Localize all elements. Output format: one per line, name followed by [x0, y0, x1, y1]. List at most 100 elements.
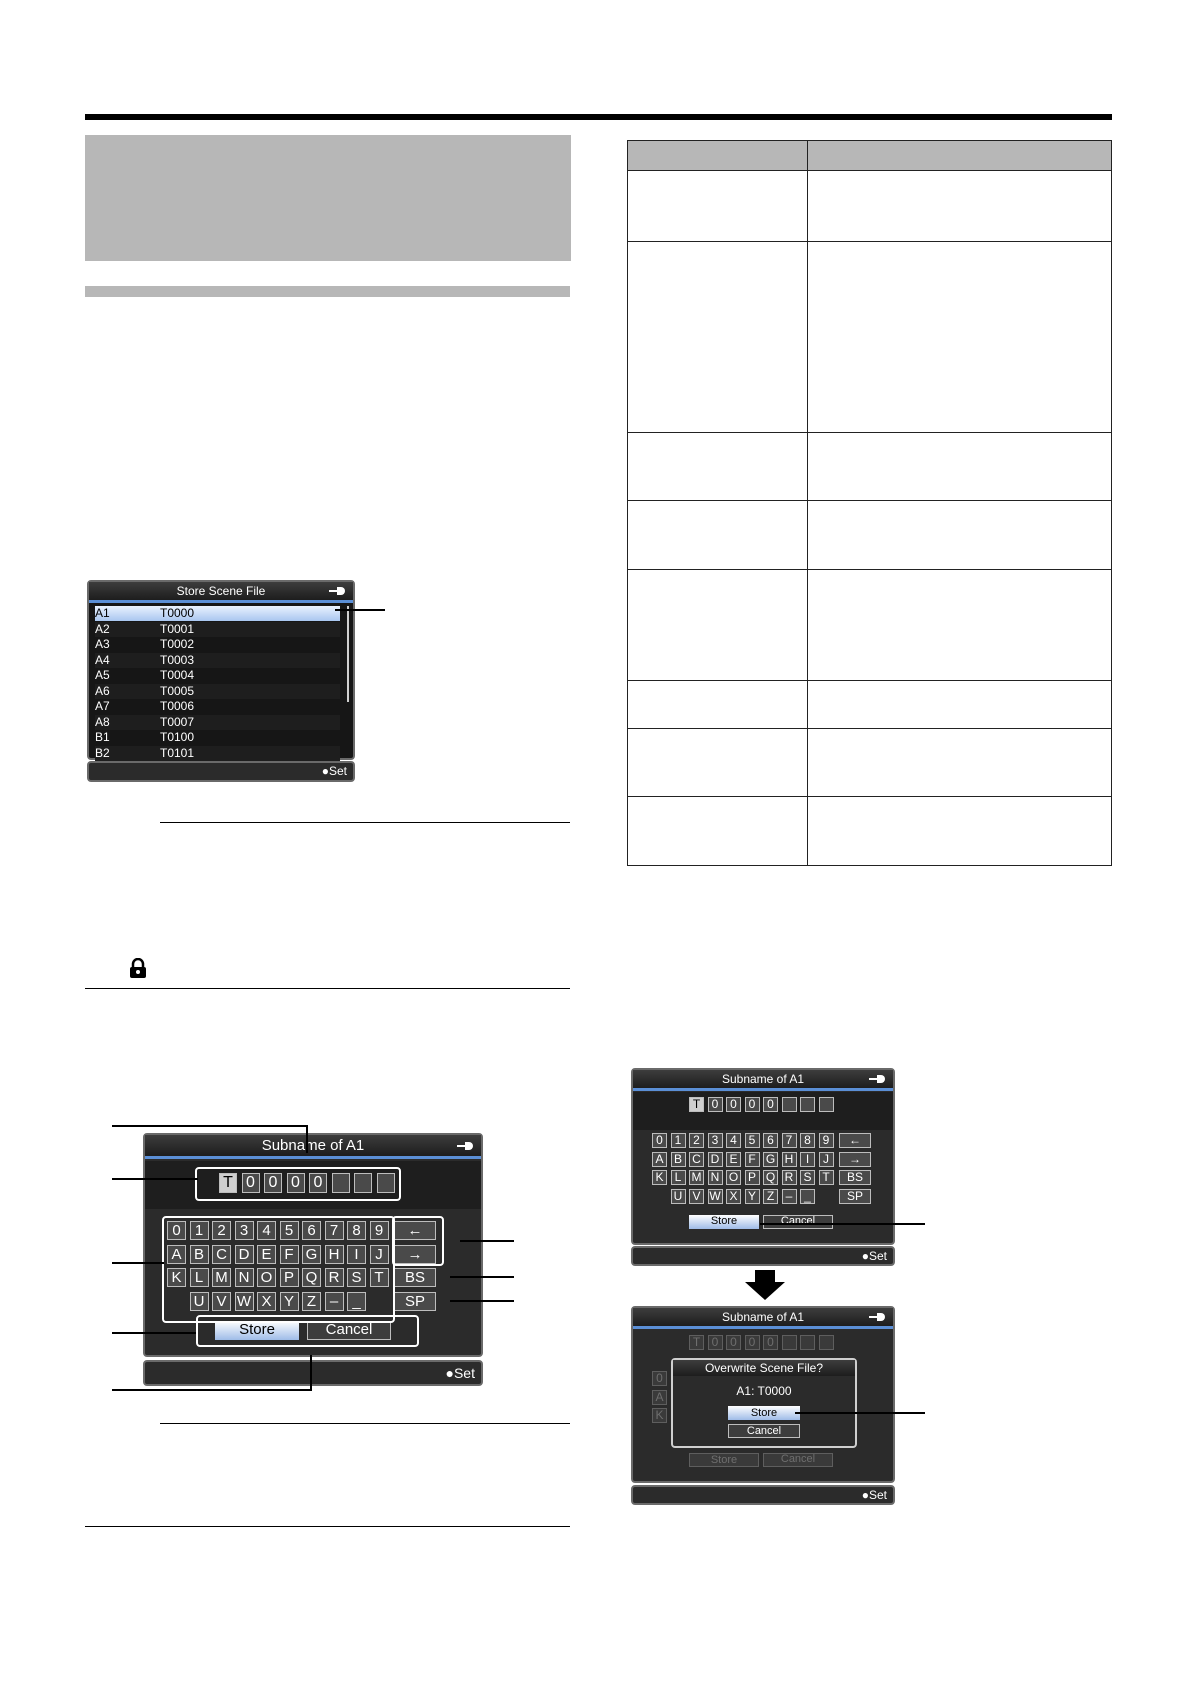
- char-key[interactable]: _: [800, 1188, 815, 1204]
- name-char[interactable]: [800, 1097, 815, 1112]
- char-key[interactable]: 4: [726, 1133, 741, 1148]
- char-key[interactable]: E: [257, 1244, 276, 1264]
- char-key[interactable]: 0: [167, 1221, 186, 1240]
- name-char[interactable]: [818, 1097, 834, 1112]
- char-key[interactable]: S: [800, 1170, 815, 1185]
- char-key[interactable]: F: [744, 1151, 760, 1167]
- char-key[interactable]: –: [781, 1188, 797, 1204]
- name-char[interactable]: [781, 1097, 797, 1112]
- char-key[interactable]: N: [707, 1170, 723, 1185]
- char-key[interactable]: A: [167, 1244, 186, 1264]
- space-key[interactable]: SP: [394, 1291, 436, 1311]
- char-key[interactable]: U: [189, 1291, 209, 1311]
- char-key[interactable]: 1: [189, 1221, 209, 1240]
- store-button[interactable]: Store: [689, 1215, 759, 1229]
- char-key[interactable]: H: [324, 1244, 344, 1264]
- char-key[interactable]: Y: [279, 1291, 299, 1311]
- char-key[interactable]: 9: [369, 1221, 389, 1240]
- char-key[interactable]: J: [369, 1244, 389, 1264]
- char-key[interactable]: Z: [763, 1188, 778, 1204]
- char-key[interactable]: 9: [818, 1133, 834, 1148]
- name-char[interactable]: 0: [763, 1097, 778, 1112]
- char-key[interactable]: _: [347, 1291, 366, 1311]
- name-char[interactable]: [354, 1173, 372, 1193]
- char-key[interactable]: P: [744, 1170, 760, 1185]
- char-key[interactable]: D: [707, 1151, 723, 1167]
- char-key[interactable]: T: [369, 1268, 389, 1287]
- char-key[interactable]: W: [234, 1291, 254, 1311]
- cancel-button[interactable]: Cancel: [307, 1321, 391, 1340]
- char-key[interactable]: R: [324, 1268, 344, 1287]
- left-arrow-key[interactable]: ←: [394, 1221, 436, 1240]
- char-key[interactable]: 5: [744, 1133, 760, 1148]
- char-key[interactable]: M: [212, 1268, 231, 1287]
- char-key[interactable]: X: [726, 1188, 741, 1204]
- name-char[interactable]: 0: [286, 1173, 305, 1193]
- char-key[interactable]: 8: [347, 1221, 366, 1240]
- char-key[interactable]: D: [234, 1244, 254, 1264]
- char-key[interactable]: Q: [763, 1170, 778, 1185]
- name-char[interactable]: T: [219, 1173, 237, 1193]
- space-key[interactable]: SP: [839, 1188, 871, 1204]
- char-key[interactable]: A: [652, 1151, 667, 1167]
- char-key[interactable]: I: [800, 1151, 815, 1167]
- char-key[interactable]: 3: [707, 1133, 723, 1148]
- char-key[interactable]: K: [167, 1268, 186, 1287]
- char-key[interactable]: S: [347, 1268, 366, 1287]
- right-arrow-key[interactable]: →: [394, 1244, 436, 1264]
- char-key[interactable]: C: [689, 1151, 704, 1167]
- char-key[interactable]: 1: [670, 1133, 686, 1148]
- char-key[interactable]: O: [257, 1268, 276, 1287]
- name-char[interactable]: 0: [309, 1173, 327, 1193]
- char-key[interactable]: B: [670, 1151, 686, 1167]
- char-key[interactable]: 7: [324, 1221, 344, 1240]
- char-key[interactable]: H: [781, 1151, 797, 1167]
- char-key[interactable]: 6: [763, 1133, 778, 1148]
- char-key[interactable]: 7: [781, 1133, 797, 1148]
- char-key[interactable]: X: [257, 1291, 276, 1311]
- char-key[interactable]: C: [212, 1244, 231, 1264]
- name-char[interactable]: [331, 1173, 350, 1193]
- dialog-store-button[interactable]: Store: [728, 1406, 800, 1420]
- char-key[interactable]: V: [212, 1291, 231, 1311]
- char-key[interactable]: 5: [279, 1221, 299, 1240]
- left-arrow-key[interactable]: ←: [839, 1133, 871, 1148]
- char-key[interactable]: E: [726, 1151, 741, 1167]
- char-key[interactable]: O: [726, 1170, 741, 1185]
- char-key[interactable]: Y: [744, 1188, 760, 1204]
- name-char[interactable]: [376, 1173, 395, 1193]
- char-key[interactable]: L: [189, 1268, 209, 1287]
- name-char[interactable]: 0: [707, 1097, 723, 1112]
- dialog-cancel-button[interactable]: Cancel: [728, 1424, 800, 1438]
- char-key[interactable]: G: [302, 1244, 321, 1264]
- backspace-key[interactable]: BS: [394, 1268, 436, 1287]
- scrollbar[interactable]: [347, 606, 349, 702]
- char-key[interactable]: 2: [212, 1221, 231, 1240]
- char-key[interactable]: J: [818, 1151, 834, 1167]
- char-key[interactable]: N: [234, 1268, 254, 1287]
- char-key[interactable]: P: [279, 1268, 299, 1287]
- char-key[interactable]: I: [347, 1244, 366, 1264]
- name-char[interactable]: 0: [264, 1173, 282, 1193]
- name-char[interactable]: T: [689, 1097, 704, 1112]
- char-key[interactable]: K: [652, 1170, 667, 1185]
- char-key[interactable]: F: [279, 1244, 299, 1264]
- char-key[interactable]: B: [189, 1244, 209, 1264]
- char-key[interactable]: U: [670, 1188, 686, 1204]
- char-key[interactable]: 3: [234, 1221, 254, 1240]
- char-key[interactable]: V: [689, 1188, 704, 1204]
- char-key[interactable]: G: [763, 1151, 778, 1167]
- name-char[interactable]: 0: [241, 1173, 260, 1193]
- char-key[interactable]: 6: [302, 1221, 321, 1240]
- char-key[interactable]: R: [781, 1170, 797, 1185]
- char-key[interactable]: 8: [800, 1133, 815, 1148]
- cancel-button[interactable]: Cancel: [763, 1215, 833, 1229]
- char-key[interactable]: M: [689, 1170, 704, 1185]
